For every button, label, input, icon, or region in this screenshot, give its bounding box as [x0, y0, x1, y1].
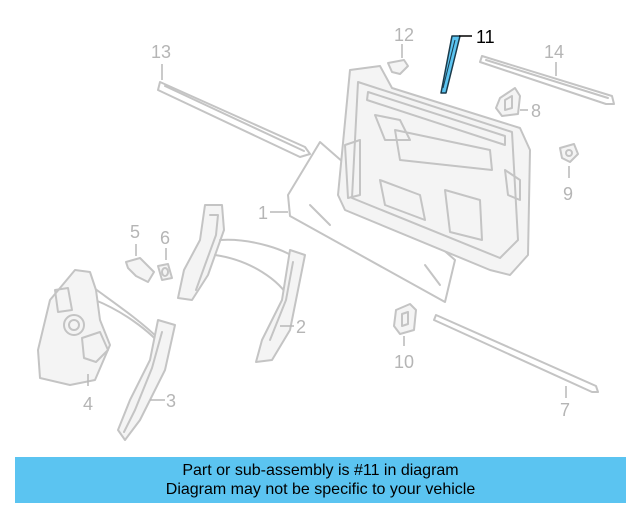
part-2-regulator: 2 [177, 204, 306, 363]
label-9: 9 [563, 184, 573, 204]
banner-line-2: Diagram may not be specific to your vehi… [165, 481, 476, 498]
part-1-door-assembly: 1 [258, 65, 531, 303]
info-banner: Part or sub-assembly is #11 in diagram D… [15, 457, 626, 503]
label-1: 1 [258, 203, 268, 223]
label-4: 4 [83, 394, 93, 414]
part-5-clip: 5 [125, 222, 155, 283]
part-6-bushing: 6 [157, 228, 173, 281]
label-6: 6 [160, 228, 170, 248]
label-3: 3 [166, 391, 176, 411]
part-8-bracket: 8 [495, 87, 541, 121]
label-7: 7 [560, 400, 570, 420]
label-14: 14 [544, 42, 564, 62]
part-11-highlighted: 11 [440, 27, 495, 94]
part-9-clip: 9 [559, 143, 579, 204]
label-11: 11 [476, 27, 495, 47]
label-13: 13 [151, 42, 171, 62]
banner-line-1: Part or sub-assembly is #11 in diagram [182, 462, 459, 479]
part-12-clip: 12 [387, 25, 414, 75]
label-12: 12 [394, 25, 414, 45]
label-2: 2 [296, 317, 306, 337]
part-10-guide: 10 [393, 303, 417, 372]
label-8: 8 [531, 101, 541, 121]
part-13-weatherstrip: 13 [151, 42, 311, 158]
label-5: 5 [130, 222, 140, 242]
part-4-motor: 4 [37, 269, 111, 414]
label-10: 10 [394, 352, 414, 372]
part-14-weatherstrip: 14 [479, 42, 615, 105]
part-7-rod: 7 [433, 314, 599, 420]
